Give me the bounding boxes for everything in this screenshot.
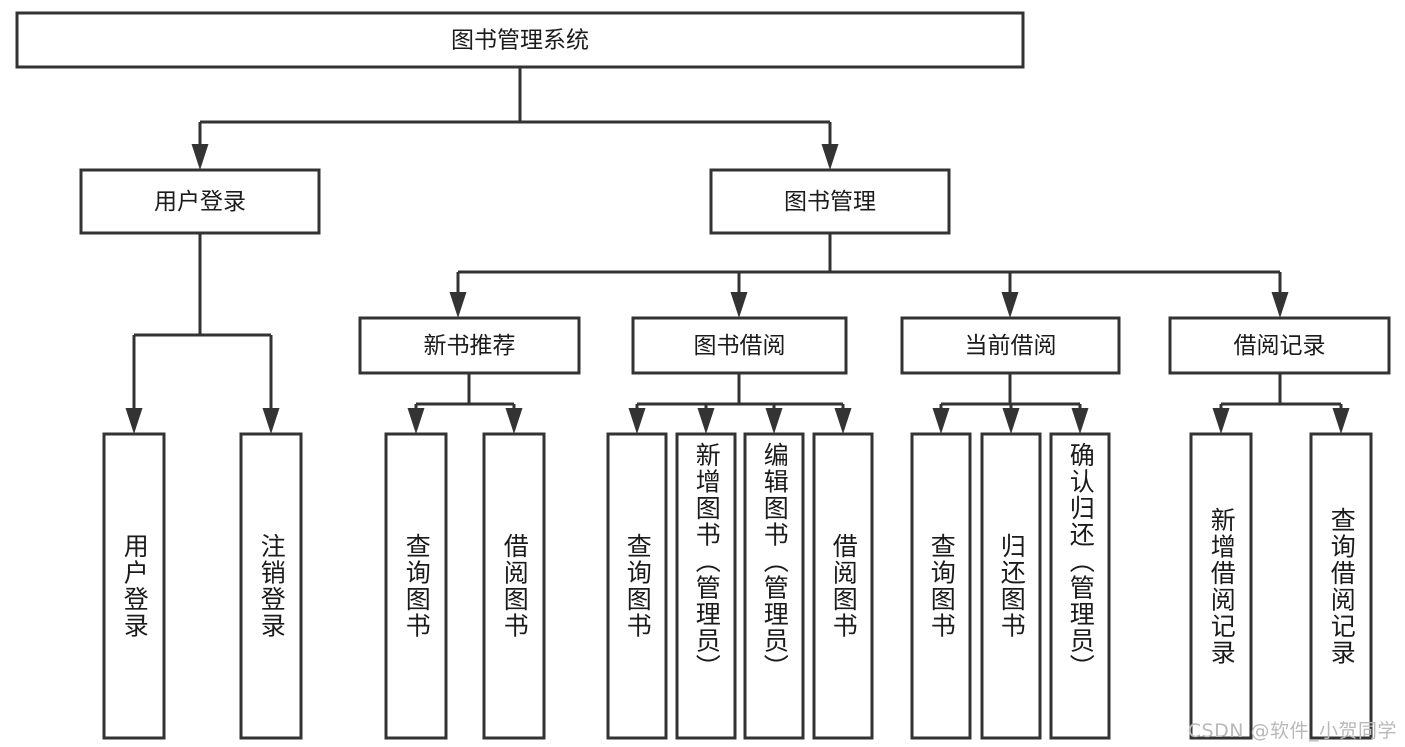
leaf-node-rect[interactable] <box>743 432 805 740</box>
leaf-node-label-current-c: 确认归还（管理员） <box>1066 442 1096 681</box>
level1-node-rect[interactable] <box>709 168 951 235</box>
leaf-node-current-c[interactable] <box>1049 432 1111 740</box>
level2-node-label: 借阅记录 <box>1234 333 1326 359</box>
leaf-node-label-records-a: 新增借阅记录 <box>1207 506 1237 666</box>
arrow-head-icon <box>505 408 523 434</box>
connector-records <box>1212 373 1350 434</box>
root-node-label: 图书管理系统 <box>451 28 589 54</box>
node-root[interactable]: 图书管理系统 <box>15 11 1025 69</box>
leaf-node-rect[interactable] <box>812 432 874 740</box>
leaf-node-rect[interactable] <box>910 432 972 740</box>
node-login[interactable]: 用户登录 <box>79 168 321 235</box>
connector-edges-layer <box>125 67 1350 434</box>
node-current[interactable]: 当前借阅 <box>900 316 1121 375</box>
leaf-node-label-login-a: 用户登录 <box>120 533 150 639</box>
connector-login <box>125 233 280 434</box>
arrow-head-icon <box>932 408 950 434</box>
leaf-node-records-a[interactable] <box>1189 432 1253 740</box>
leaf-node-label-borrow-a: 查询图书 <box>623 533 653 639</box>
leaf-node-rect[interactable] <box>1049 432 1111 740</box>
level2-node-rect[interactable] <box>900 316 1121 375</box>
leaf-node-records-b[interactable] <box>1309 432 1373 740</box>
level2-node-label: 当前借阅 <box>965 333 1057 359</box>
leaf-node-label-borrow-d: 借阅图书 <box>829 533 859 639</box>
node-records[interactable]: 借阅记录 <box>1168 316 1391 375</box>
level1-node-rect[interactable] <box>79 168 321 235</box>
leaf-node-label-borrow-b: 新增图书（管理员） <box>692 442 722 681</box>
leaf-node-label-current-b: 归还图书 <box>997 533 1027 639</box>
arrow-head-icon <box>821 144 839 170</box>
connector-current <box>932 373 1089 434</box>
level1-node-label: 用户登录 <box>154 189 246 215</box>
node-newbook[interactable]: 新书推荐 <box>358 316 581 375</box>
leaf-node-newbook-b[interactable] <box>482 432 546 740</box>
leaf-node-label-login-b: 注销登录 <box>257 533 287 639</box>
leaf-node-borrow-c[interactable] <box>743 432 805 740</box>
arrow-head-icon <box>191 144 209 170</box>
leaf-node-borrow-d[interactable] <box>812 432 874 740</box>
node-bookmgmt[interactable]: 图书管理 <box>709 168 951 235</box>
connector-bookmgmt <box>449 233 1289 318</box>
leaf-node-rect[interactable] <box>239 432 303 740</box>
leaf-node-login-a[interactable] <box>102 432 166 740</box>
leaf-node-current-a[interactable] <box>910 432 972 740</box>
leaf-node-label-newbook-b: 借阅图书 <box>500 533 530 639</box>
leaf-node-rect[interactable] <box>1309 432 1373 740</box>
leaf-node-rect[interactable] <box>606 432 668 740</box>
leaf-node-borrow-a[interactable] <box>606 432 668 740</box>
arrow-head-icon <box>1001 292 1019 318</box>
arrow-head-icon <box>1002 408 1020 434</box>
leaf-node-label-current-a: 查询图书 <box>927 533 957 639</box>
arrow-head-icon <box>834 408 852 434</box>
leaf-node-label-borrow-c: 编辑图书（管理员） <box>760 442 790 681</box>
arrow-head-icon <box>697 408 715 434</box>
level2-node-rect[interactable] <box>1168 316 1391 375</box>
level2-node-label: 图书借阅 <box>694 333 786 359</box>
level2-node-label: 新书推荐 <box>424 333 516 359</box>
leaf-node-current-b[interactable] <box>980 432 1042 740</box>
arrow-head-icon <box>1271 292 1289 318</box>
arrow-head-icon <box>262 408 280 434</box>
level2-node-rect[interactable] <box>631 316 848 375</box>
level2-node-rect[interactable] <box>358 316 581 375</box>
connector-newbook <box>407 373 523 434</box>
arrow-head-icon <box>1071 408 1089 434</box>
arrow-head-icon <box>628 408 646 434</box>
root-node-rect[interactable] <box>15 11 1025 69</box>
leaf-node-login-b[interactable] <box>239 432 303 740</box>
connector-borrow <box>628 373 852 434</box>
level1-node-label: 图书管理 <box>784 189 876 215</box>
leaf-node-rect[interactable] <box>980 432 1042 740</box>
leaf-node-label-records-b: 查询借阅记录 <box>1327 506 1357 666</box>
arrow-head-icon <box>1332 408 1350 434</box>
arrow-head-icon <box>449 292 467 318</box>
arrow-head-icon <box>1212 408 1230 434</box>
leaf-node-rect[interactable] <box>102 432 166 740</box>
arrow-head-icon <box>407 408 425 434</box>
leaf-node-rect[interactable] <box>1189 432 1253 740</box>
arrow-head-icon <box>765 408 783 434</box>
leaf-node-rect[interactable] <box>384 432 448 740</box>
leaf-node-rect[interactable] <box>675 432 737 740</box>
node-borrow[interactable]: 图书借阅 <box>631 316 848 375</box>
leaf-node-borrow-b[interactable] <box>675 432 737 740</box>
arrow-head-icon <box>125 408 143 434</box>
leaf-node-newbook-a[interactable] <box>384 432 448 740</box>
arrow-head-icon <box>730 292 748 318</box>
leaf-node-rect[interactable] <box>482 432 546 740</box>
leaf-node-label-newbook-a: 查询图书 <box>402 533 432 639</box>
connector-root <box>191 67 839 170</box>
